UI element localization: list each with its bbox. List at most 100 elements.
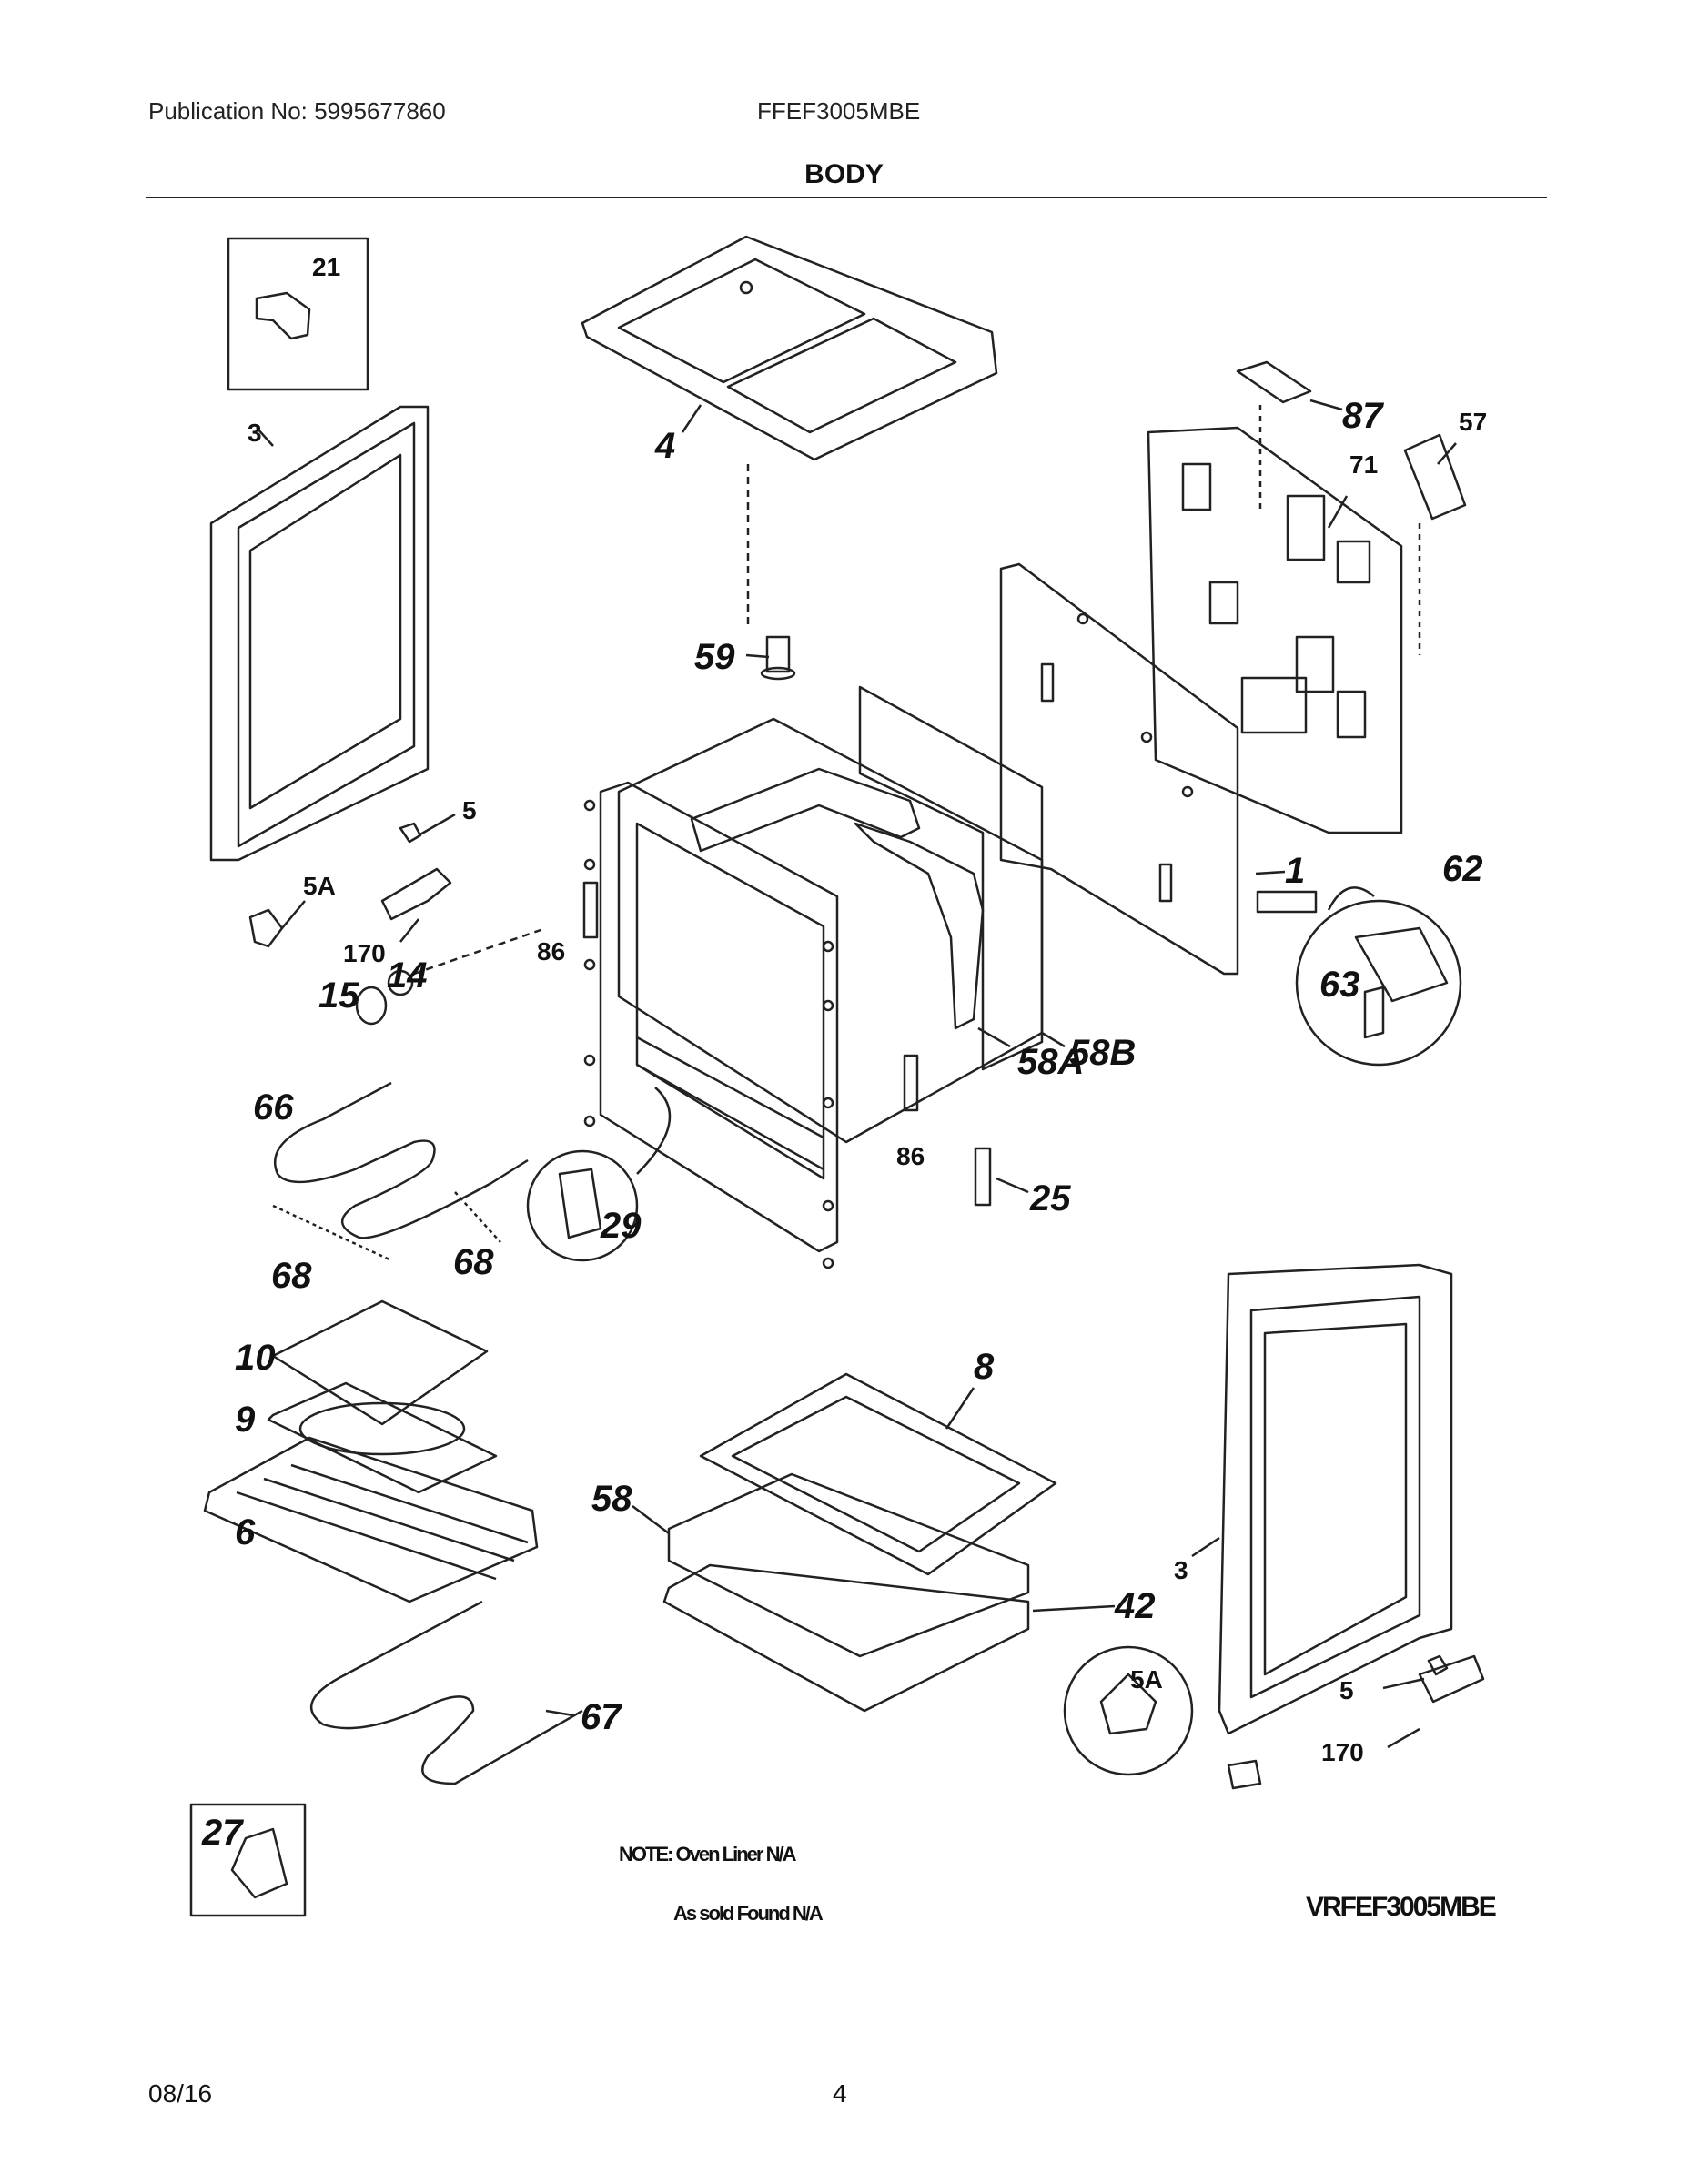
leader-5Aa (281, 900, 306, 929)
callout-3-left: 3 (248, 419, 262, 447)
footer-date: 08/16 (148, 2079, 213, 2108)
hinge-bracket-170-left (380, 867, 452, 921)
rail-86-left (582, 881, 599, 939)
model-number: FFEF3005MBE (757, 97, 921, 125)
note-line-1: NOTE: Oven Liner N/A (619, 1843, 797, 1866)
arrow-62 (1327, 886, 1375, 911)
callout-58: 58 (591, 1479, 632, 1519)
hinge-receiver-25 (974, 1147, 992, 1207)
bottom-panel-42 (662, 1563, 1030, 1713)
broil-pan-9 (267, 1381, 498, 1494)
leveling-spacer-59 (760, 635, 796, 681)
leader-3a (256, 427, 274, 447)
broil-pan-grid-10 (271, 1299, 489, 1426)
callout-63: 63 (1319, 965, 1360, 1005)
callout-68-left: 68 (271, 1256, 312, 1296)
callout-3-right: 3 (1174, 1556, 1188, 1584)
leader-8 (945, 1387, 975, 1430)
hinge-5A-right (1227, 1759, 1262, 1790)
broil-element-66 (273, 1081, 529, 1239)
callout-66: 66 (253, 1087, 294, 1127)
callout-10: 10 (235, 1338, 276, 1378)
hinge-5A-left (248, 908, 284, 948)
inset-frame-27 (189, 1803, 307, 1917)
hinge-pin-5-left (399, 822, 422, 844)
bracket-part-21 (255, 291, 311, 340)
light-socket-14 (387, 969, 414, 996)
callout-27: 27 (201, 1813, 244, 1853)
bracket-63 (1363, 986, 1385, 1039)
bracket-part-27 (230, 1827, 288, 1899)
callout-87: 87 (1342, 396, 1384, 436)
callout-29: 29 (600, 1206, 642, 1246)
oven-door-right (1218, 1263, 1453, 1735)
callout-9: 9 (235, 1400, 256, 1440)
leader-curve-29 (636, 1087, 672, 1175)
leader-71 (1327, 495, 1349, 529)
element-bracket-68-right (454, 1191, 501, 1243)
callout-5-left: 5 (462, 796, 477, 824)
callout-25: 25 (1029, 1178, 1071, 1218)
element-bracket-68-left (272, 1204, 392, 1262)
callout-86-right: 86 (896, 1142, 925, 1170)
publication-number: Publication No: 5995677860 (148, 97, 446, 125)
leader-170a (399, 918, 419, 943)
callout-57: 57 (1459, 408, 1487, 436)
callout-170-left: 170 (343, 939, 386, 967)
inset-circle-62 (1295, 899, 1462, 1067)
leader-170b (1387, 1727, 1420, 1749)
header-divider (146, 197, 1547, 198)
inset-circle-5A-right (1063, 1645, 1194, 1776)
callout-67: 67 (581, 1697, 622, 1737)
oven-rack-6 (203, 1436, 539, 1603)
leader-dash-light (413, 926, 547, 976)
insulation-58 (667, 1472, 1030, 1658)
page-title: BODY (804, 159, 884, 189)
back-panel-71 (1147, 426, 1403, 834)
leader-59 (745, 653, 770, 659)
vent-cover-57 (1403, 433, 1467, 521)
hinge-pin-5-right (1427, 1654, 1449, 1676)
leader-3b (1191, 1536, 1220, 1558)
leader-58 (632, 1505, 670, 1534)
callout-5A-right: 5A (1130, 1665, 1163, 1694)
callout-5-right: 5 (1339, 1676, 1354, 1704)
terminal-block-62 (1354, 926, 1449, 1003)
leader-58B (1041, 1031, 1066, 1048)
callout-14: 14 (387, 956, 428, 996)
leader-67 (545, 1709, 574, 1717)
heat-shield-87 (1236, 360, 1312, 404)
callout-4: 4 (654, 426, 675, 466)
leader-58A (977, 1026, 1011, 1048)
rear-wall-panel-1 (999, 562, 1239, 976)
callout-86-left: 86 (537, 937, 565, 966)
callout-59: 59 (694, 637, 735, 677)
callout-21: 21 (312, 253, 340, 281)
callout-58A: 58A (1017, 1042, 1084, 1082)
leader-42 (1032, 1604, 1116, 1613)
rail-86-right (903, 1054, 919, 1112)
inset-frame-21 (227, 237, 369, 391)
leader-87 (1309, 399, 1343, 411)
oven-bottom-8 (699, 1372, 1057, 1576)
leader-4 (681, 404, 702, 433)
oven-door-left (209, 405, 430, 862)
callout-8: 8 (974, 1347, 995, 1387)
leader-57 (1437, 442, 1457, 465)
oven-front-frame (599, 781, 839, 1253)
callout-6: 6 (235, 1512, 256, 1552)
screws (583, 799, 834, 1269)
leader-1 (1255, 870, 1286, 875)
note-line-2: As sold Found N/A (673, 1902, 824, 1925)
leader-5a (418, 813, 456, 837)
hinge-bracket-170-right (1418, 1654, 1485, 1704)
callout-15: 15 (318, 976, 359, 1016)
diagram-code: VRFEF3005MBE (1306, 1892, 1496, 1922)
callout-5A-left: 5A (303, 872, 336, 900)
cooktop-top-panel (581, 235, 998, 461)
broil-pan-well (298, 1401, 466, 1456)
bake-element-67 (309, 1600, 583, 1785)
terminal-block-1 (1256, 890, 1318, 914)
callout-68-right: 68 (453, 1242, 494, 1282)
